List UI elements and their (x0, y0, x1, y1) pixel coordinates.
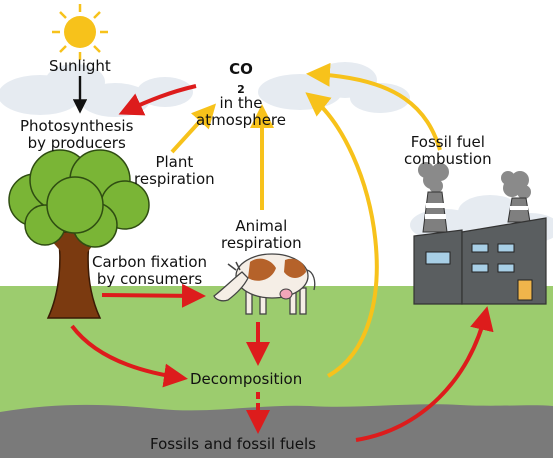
arrow-plant-respiration (170, 103, 217, 154)
arrow-decomposition-to-co2 (305, 92, 379, 378)
arrow-tree-to-decomposition (70, 324, 188, 388)
sun-icon (52, 4, 108, 60)
arrows (70, 62, 494, 442)
arrow-carbon-fixation (101, 283, 206, 308)
label-decomposition: Decomposition (190, 370, 303, 388)
label-plant-respiration: Plant respiration (134, 153, 215, 188)
label-photosynthesis: Photosynthesis by producers (20, 117, 134, 152)
arrow-fossils-to-factory (355, 306, 494, 442)
label-fossil-fuel-combustion: Fossil fuel combustion (404, 133, 492, 168)
arrow-combustion-to-co2 (306, 62, 442, 151)
label-carbon-fixation: Carbon fixation by consumers (92, 253, 208, 288)
factory-icon (413, 162, 547, 305)
label-fossils: Fossils and fossil fuels (150, 435, 316, 453)
label-animal-respiration: Animal respiration (221, 217, 302, 252)
cow-icon (213, 253, 316, 315)
arrow-co2-to-photosynthesis (118, 84, 197, 116)
label-sunlight: Sunlight (49, 57, 111, 75)
tree-icon (8, 149, 150, 319)
